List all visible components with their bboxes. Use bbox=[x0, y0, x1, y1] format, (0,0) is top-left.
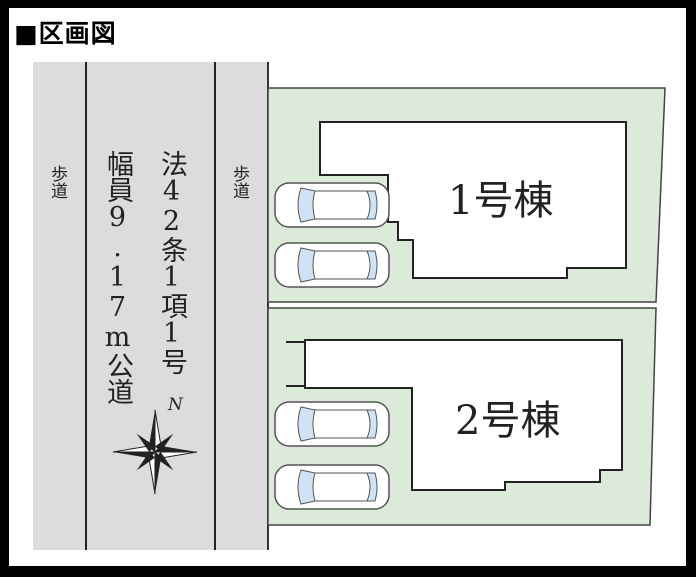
road-width-label: 幅員9.17m公道 bbox=[102, 150, 133, 404]
sidewalk-right-label: 歩道 bbox=[229, 165, 249, 199]
parked-car-icon bbox=[274, 464, 390, 510]
parked-car-icon bbox=[274, 182, 390, 228]
building-1 bbox=[319, 121, 627, 279]
compass-star-icon bbox=[112, 409, 198, 495]
page-title: ■区画図 bbox=[14, 19, 117, 48]
parked-car-icon bbox=[274, 242, 390, 288]
sidewalk-left-label: 歩道 bbox=[47, 165, 67, 199]
road bbox=[33, 62, 268, 550]
building-1-label: 1号棟 bbox=[448, 178, 554, 224]
road-law-label: 法42条1項1号 bbox=[156, 150, 187, 374]
parked-car-icon bbox=[274, 401, 390, 447]
building-2 bbox=[304, 339, 623, 491]
building-2-label: 2号棟 bbox=[455, 398, 561, 444]
north-label: N bbox=[168, 395, 183, 415]
